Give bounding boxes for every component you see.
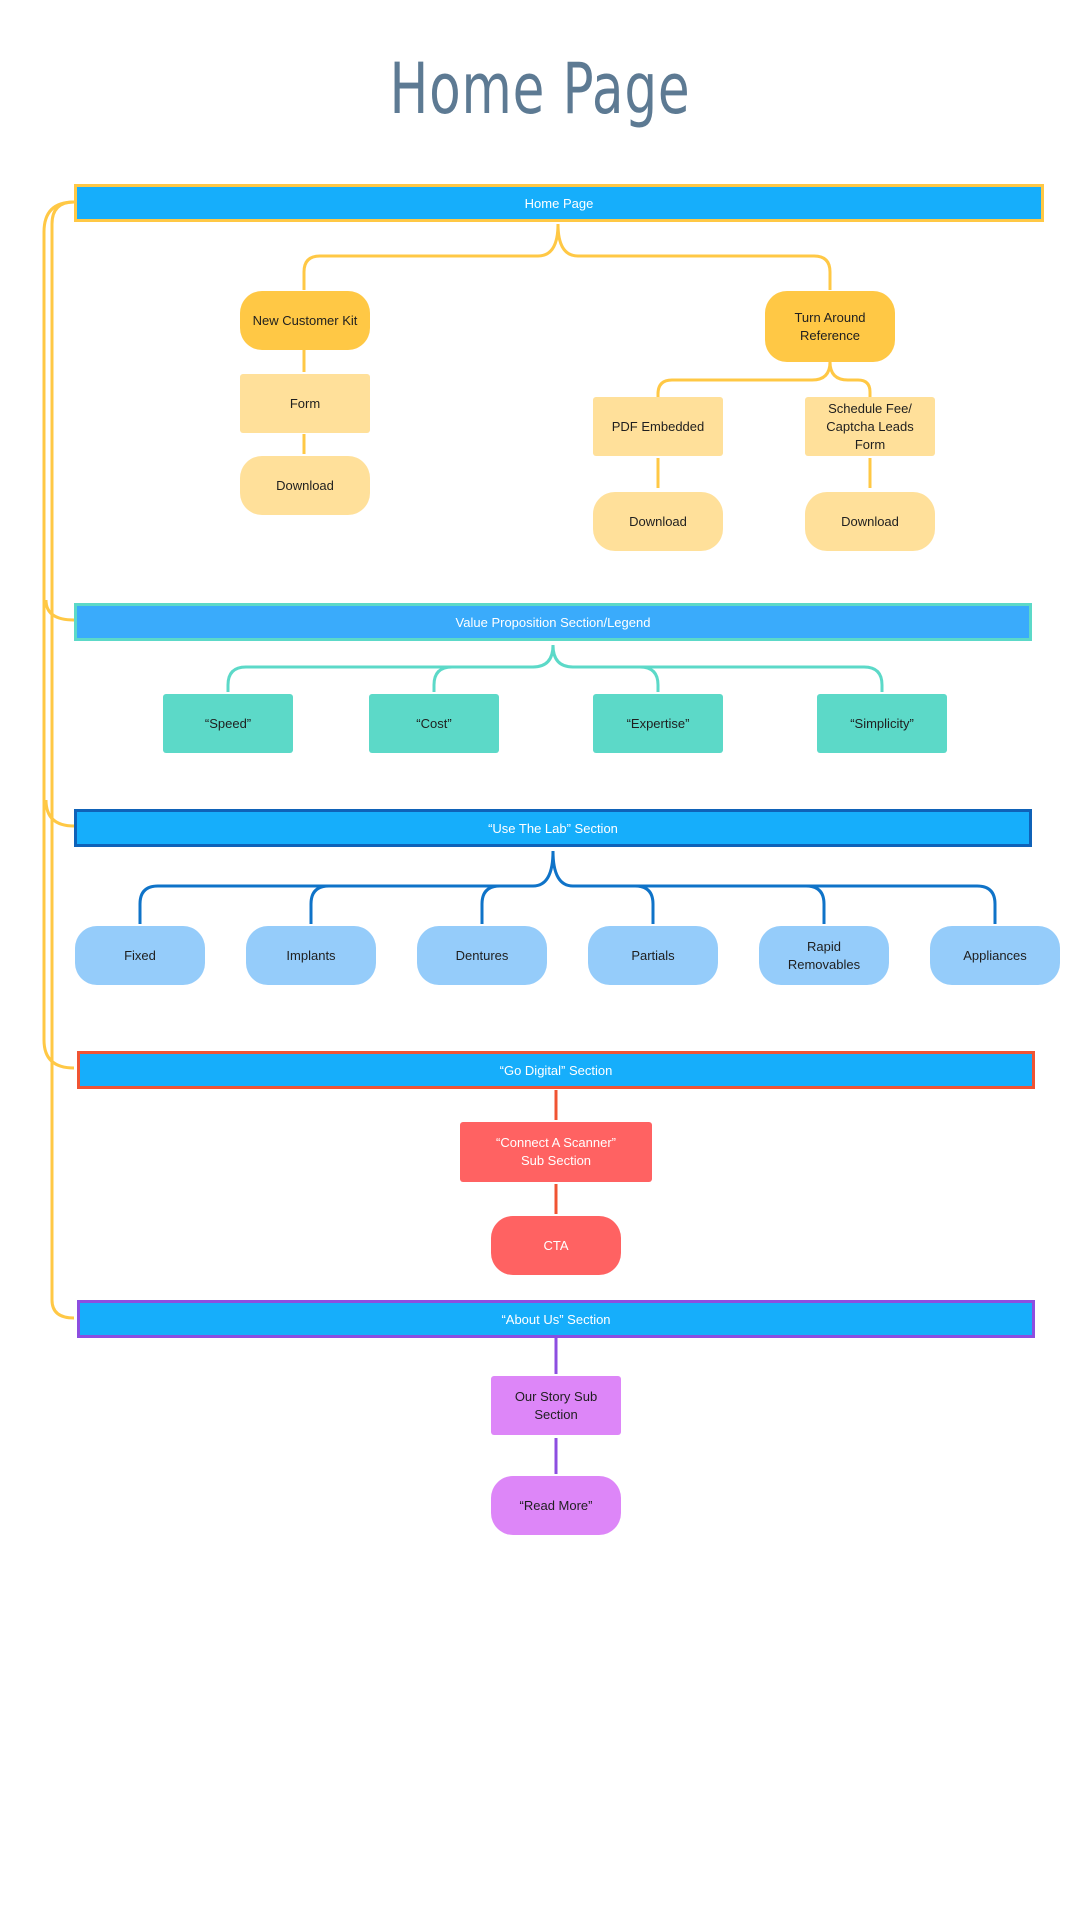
home-tree-lines	[302, 223, 832, 290]
value-proposition-bar[interactable]: Value Proposition Section/Legend	[74, 603, 1032, 641]
schedule-fee-node[interactable]: Schedule Fee/ Captcha Leads Form	[805, 397, 935, 456]
turn-around-reference-node[interactable]: Turn Around Reference	[765, 291, 895, 362]
read-more-node[interactable]: “Read More”	[491, 1476, 621, 1535]
value-item-simplicity[interactable]: “Simplicity”	[817, 694, 947, 753]
lab-item-partials[interactable]: Partials	[588, 926, 718, 985]
form-node[interactable]: Form	[240, 374, 370, 433]
turnaround-tree-lines	[656, 361, 872, 398]
download-schedule-node[interactable]: Download	[805, 492, 935, 551]
value-tree-lines	[226, 644, 884, 692]
lab-item-fixed[interactable]: Fixed	[75, 926, 205, 985]
home-page-bar[interactable]: Home Page	[74, 184, 1044, 222]
about-us-bar[interactable]: “About Us” Section	[77, 1300, 1035, 1338]
lab-item-appliances[interactable]: Appliances	[930, 926, 1060, 985]
left-bracket-inner	[42, 200, 75, 1070]
left-bracket-outer	[50, 200, 75, 1320]
connect-scanner-node[interactable]: “Connect A Scanner” Sub Section	[460, 1122, 652, 1182]
download-left-node[interactable]: Download	[240, 456, 370, 515]
go-digital-bar[interactable]: “Go Digital” Section	[77, 1051, 1035, 1089]
lab-tree-lines	[138, 850, 997, 924]
download-pdf-node[interactable]: Download	[593, 492, 723, 551]
use-the-lab-bar[interactable]: “Use The Lab” Section	[74, 809, 1032, 847]
lab-item-implants[interactable]: Implants	[246, 926, 376, 985]
cta-node[interactable]: CTA	[491, 1216, 621, 1275]
lab-item-dentures[interactable]: Dentures	[417, 926, 547, 985]
new-customer-kit-node[interactable]: New Customer Kit	[240, 291, 370, 350]
value-item-expertise[interactable]: “Expertise”	[593, 694, 723, 753]
value-item-cost[interactable]: “Cost”	[369, 694, 499, 753]
pdf-embedded-node[interactable]: PDF Embedded	[593, 397, 723, 456]
left-bracket-value	[44, 599, 75, 622]
left-bracket-lab	[44, 799, 75, 828]
page-title: Home Page	[389, 48, 691, 130]
value-item-speed[interactable]: “Speed”	[163, 694, 293, 753]
our-story-node[interactable]: Our Story Sub Section	[491, 1376, 621, 1435]
lab-item-rapid-removables[interactable]: Rapid Removables	[759, 926, 889, 985]
